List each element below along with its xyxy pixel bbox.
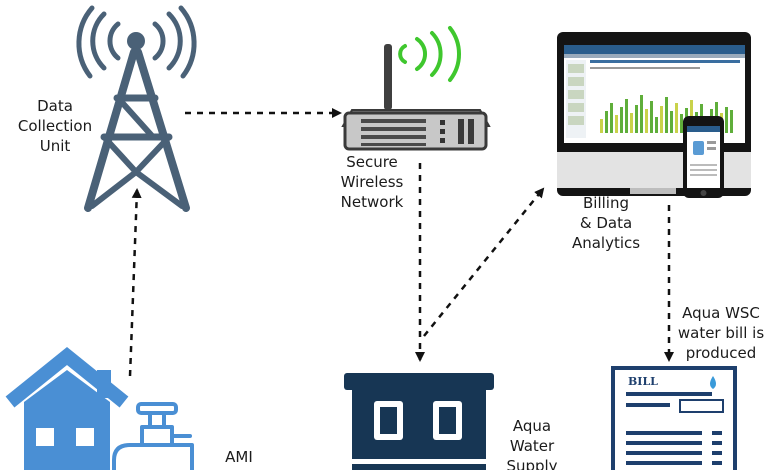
- label-line: & Data: [579, 214, 633, 232]
- arrow-house-to-tower: [128, 188, 142, 377]
- water-supply-building-icon: [344, 373, 494, 470]
- label-aqua-wsc-bill: Aqua WSC water bill is produced: [668, 303, 774, 363]
- analytics-bar: [640, 95, 643, 133]
- analytics-bar: [655, 117, 658, 133]
- water-tap-icon: [112, 402, 194, 470]
- label-aqua-water-supply: Aqua Water Supply: [500, 416, 564, 470]
- label-line: Wireless: [340, 173, 404, 191]
- analytics-bar: [600, 119, 603, 133]
- wireless-router-icon: [341, 26, 491, 151]
- analytics-bar: [650, 101, 653, 133]
- analytics-bar: [670, 111, 673, 133]
- smartphone-icon: [683, 116, 724, 198]
- label-ami: AMI: [225, 448, 253, 466]
- label-line: Collection: [17, 117, 93, 135]
- label-line: Secure: [346, 153, 398, 171]
- label-line: Analytics: [571, 234, 641, 252]
- label-line: Supply: [506, 457, 558, 470]
- analytics-bar: [725, 107, 728, 133]
- analytics-bar: [660, 106, 663, 133]
- analytics-bar: [645, 109, 648, 133]
- radio-tower-icon: [76, 5, 197, 212]
- house-icon: [5, 347, 129, 470]
- analytics-bar: [620, 107, 623, 133]
- label-line: produced: [685, 344, 757, 362]
- label-line: Network: [340, 193, 404, 211]
- label-line: Data: [37, 97, 73, 115]
- analytics-bar: [610, 103, 613, 133]
- analytics-bar: [730, 110, 733, 133]
- analytics-bar: [635, 105, 638, 133]
- connectors: [128, 108, 674, 377]
- label-line: Unit: [39, 137, 71, 155]
- label-line: Aqua WSC: [682, 304, 760, 322]
- label-line: Water: [509, 437, 555, 455]
- analytics-bar: [680, 114, 683, 133]
- analytics-bar: [625, 99, 628, 133]
- analytics-bar: [605, 111, 608, 133]
- bill-title: BILL: [628, 375, 658, 388]
- bill-document-icon: [611, 366, 737, 470]
- analytics-bar: [665, 97, 668, 133]
- label-billing-data-analytics: Billing & Data Analytics: [556, 193, 656, 253]
- label-data-collection-unit: Data Collection Unit: [10, 96, 100, 156]
- analytics-bar: [675, 103, 678, 133]
- analytics-bar: [615, 115, 618, 133]
- label-line: Aqua: [512, 417, 552, 435]
- arrow-supply-to-billing: [423, 187, 545, 337]
- label-line: water bill is: [677, 324, 765, 342]
- label-line: Billing: [583, 194, 629, 212]
- label-secure-wireless-network: Secure Wireless Network: [322, 152, 422, 212]
- analytics-bar: [630, 113, 633, 133]
